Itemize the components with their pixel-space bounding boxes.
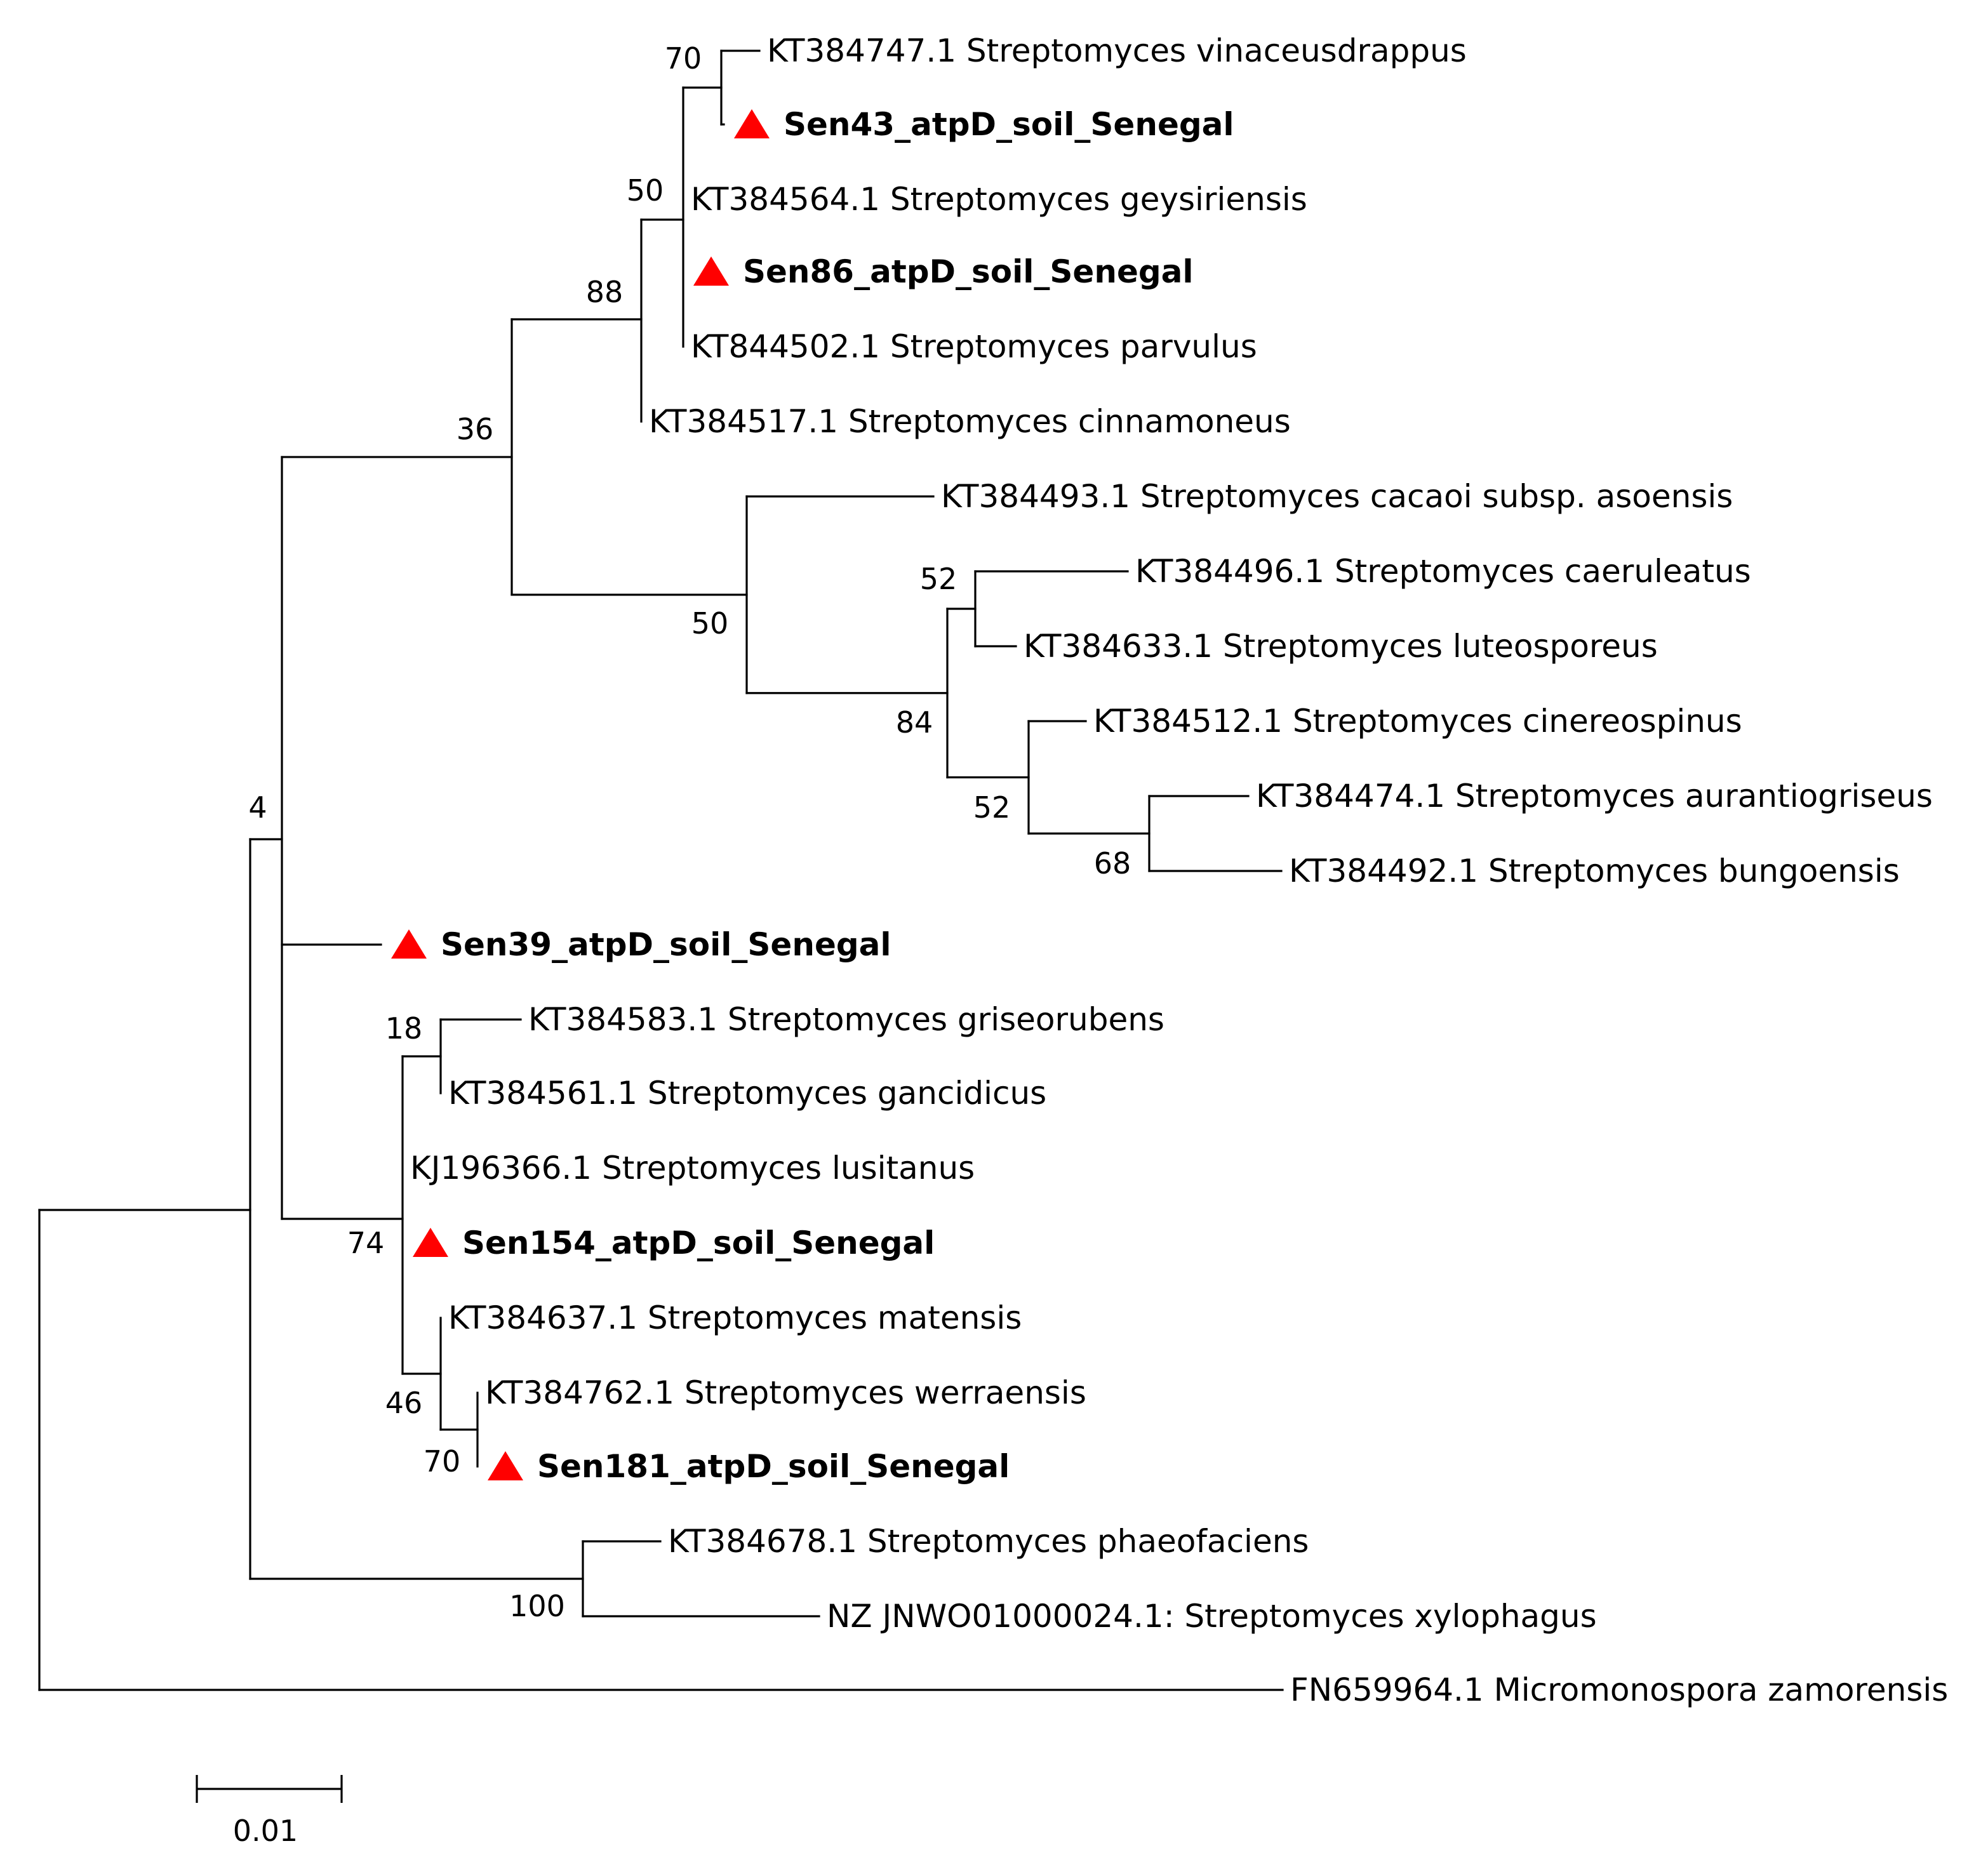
taxon-label: KT384637.1 Streptomyces matensis (448, 1299, 1022, 1336)
taxon-label: KT384492.1 Streptomyces bungoensis (1289, 853, 1900, 889)
taxon-label: KT384633.1 Streptomyces luteosporeus (1024, 628, 1658, 665)
taxon-label: KT384747.1 Streptomyces vinaceusdrappus (767, 32, 1467, 69)
taxon-label: FN659964.1 Micromonospora zamorensis (1290, 1671, 1948, 1708)
scale-bar: 0.01 (196, 1775, 343, 1848)
taxon-label: KT384678.1 Streptomyces phaeofaciens (668, 1523, 1309, 1560)
bootstrap-value: 18 (385, 1011, 423, 1046)
bootstrap-value: 68 (1094, 846, 1131, 880)
taxon-label: KT384561.1 Streptomyces gancidicus (448, 1075, 1046, 1112)
bootstrap-value: 52 (920, 562, 957, 596)
taxon-label: KT384564.1 Streptomyces geysiriensis (691, 181, 1307, 218)
taxon-label: KT384762.1 Streptomyces werraensis (485, 1374, 1086, 1411)
isolate-label: Sen181_atpD_soil_Senegal (537, 1448, 1010, 1485)
bootstrap-value: 88 (586, 275, 624, 309)
red-triangle-icon (413, 1228, 448, 1257)
isolate-label: Sen154_atpD_soil_Senegal (462, 1225, 935, 1261)
leaf-labels: KT384747.1 Streptomyces vinaceusdrappusS… (391, 32, 1948, 1708)
red-triangle-icon (391, 929, 427, 959)
scale-bar-line (196, 1775, 343, 1803)
taxon-label: KT384517.1 Streptomyces cinnamoneus (649, 403, 1291, 440)
isolate-label: Sen39_atpD_soil_Senegal (441, 926, 891, 963)
taxon-label: KT384496.1 Streptomyces caeruleatus (1135, 553, 1751, 590)
taxon-label: KT384474.1 Streptomyces aurantiogriseus (1256, 778, 1933, 814)
bootstrap-value: 46 (385, 1386, 423, 1420)
taxon-label: KT384583.1 Streptomyces griseorubens (528, 1001, 1164, 1038)
bootstrap-value: 84 (896, 705, 933, 740)
bootstrap-value: 70 (665, 41, 702, 76)
taxon-label: KJ196366.1 Streptomyces lusitanus (410, 1150, 975, 1186)
tree-branches (38, 50, 1284, 1691)
red-triangle-icon (693, 256, 729, 286)
bootstrap-value: 70 (424, 1444, 461, 1478)
bootstrap-value: 36 (457, 412, 494, 446)
bootstrap-value: 100 (509, 1589, 565, 1623)
taxon-label: KT384493.1 Streptomyces cacaoi subsp. as… (941, 478, 1733, 515)
taxon-label: KT384512.1 Streptomyces cinereospinus (1093, 703, 1742, 740)
bootstrap-value: 50 (691, 606, 729, 641)
isolate-label: Sen86_atpD_soil_Senegal (743, 253, 1194, 290)
red-triangle-icon (488, 1451, 523, 1480)
red-triangle-icon (734, 109, 770, 138)
bootstrap-value: 4 (248, 790, 267, 825)
taxon-label: NZ JNWO01000024.1: Streptomyces xylophag… (827, 1598, 1597, 1635)
scale-bar-label: 0.01 (233, 1814, 298, 1848)
bootstrap-value: 74 (347, 1226, 385, 1260)
bootstrap-value: 52 (973, 790, 1011, 825)
bootstrap-value: 50 (627, 173, 664, 208)
taxon-label: KT844502.1 Streptomyces parvulus (691, 328, 1257, 365)
isolate-label: Sen43_atpD_soil_Senegal (784, 106, 1234, 143)
